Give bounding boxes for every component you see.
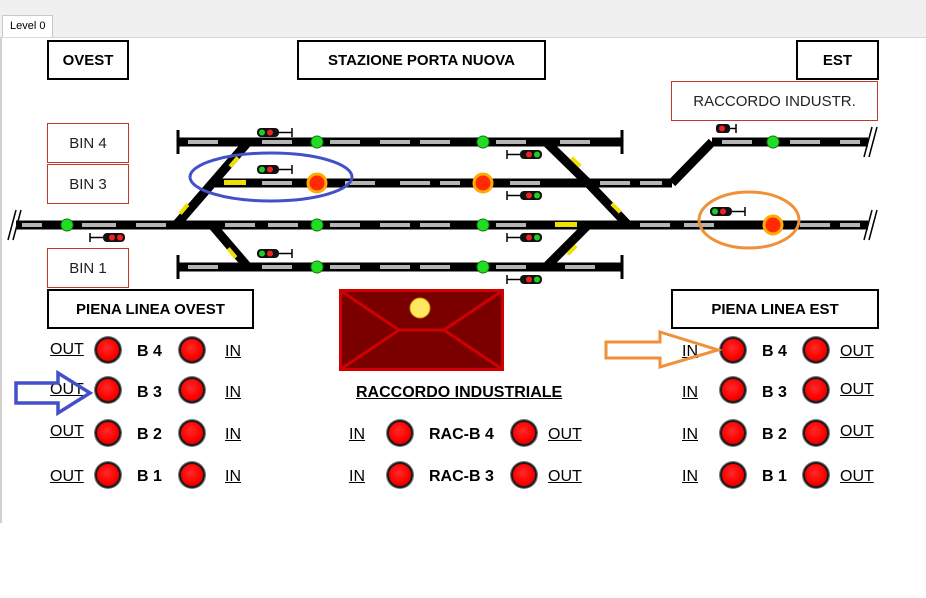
rac-b3-out[interactable]: OUT <box>548 468 582 485</box>
west-b3-label: B 3 <box>137 384 162 401</box>
west-b4-label: B 4 <box>137 343 162 360</box>
east-b1-label: B 1 <box>762 468 787 485</box>
west-b2-in[interactable]: IN <box>225 426 241 443</box>
west-b2-out[interactable]: OUT <box>50 423 84 440</box>
blue-arrow-annotation <box>14 370 94 416</box>
west-b1-in[interactable]: IN <box>225 468 241 485</box>
tab-level-0[interactable]: Level 0 <box>2 15 54 37</box>
west-b1-out-lamp[interactable] <box>95 462 121 488</box>
rac-b3-in-lamp[interactable] <box>387 462 413 488</box>
blue-highlight-ellipse <box>188 151 354 203</box>
rac-b4-label: RAC-B 4 <box>429 426 494 443</box>
west-b1-in-lamp[interactable] <box>179 462 205 488</box>
rac-b3-out-lamp[interactable] <box>511 462 537 488</box>
east-b3-in-lamp[interactable] <box>720 377 746 403</box>
east-b1-in-lamp[interactable] <box>720 462 746 488</box>
west-b4-in[interactable]: IN <box>225 343 241 360</box>
barrier-graphic[interactable] <box>339 289 504 371</box>
east-b3-in[interactable]: IN <box>682 384 698 401</box>
west-b3-in[interactable]: IN <box>225 384 241 401</box>
west-b2-out-lamp[interactable] <box>95 420 121 446</box>
rac-b3-in[interactable]: IN <box>349 468 365 485</box>
west-b4-out-lamp[interactable] <box>95 337 121 363</box>
red-track-indicators <box>306 172 784 236</box>
east-b2-out-lamp[interactable] <box>803 420 829 446</box>
station-title: STAZIONE PORTA NUOVA <box>297 40 546 80</box>
west-panel-title: PIENA LINEA OVEST <box>47 289 254 329</box>
rac-b4-in-lamp[interactable] <box>387 420 413 446</box>
orange-arrow-annotation <box>604 329 722 370</box>
west-b3-out-lamp[interactable] <box>95 377 121 403</box>
east-panel-title: PIENA LINEA EST <box>671 289 879 329</box>
rac-b4-out-lamp[interactable] <box>511 420 537 446</box>
east-b4-out-lamp[interactable] <box>803 337 829 363</box>
bin4-label: BIN 4 <box>47 123 129 163</box>
west-b4-out[interactable]: OUT <box>50 341 84 358</box>
east-b1-in[interactable]: IN <box>682 468 698 485</box>
east-b2-in[interactable]: IN <box>682 426 698 443</box>
west-b2-label: B 2 <box>137 426 162 443</box>
bin3-label: BIN 3 <box>47 164 129 204</box>
west-label: OVEST <box>47 40 129 80</box>
rac-b3-label: RAC-B 3 <box>429 468 494 485</box>
left-border <box>0 37 2 523</box>
tab-bar: Level 0 <box>0 0 926 38</box>
east-b3-out-lamp[interactable] <box>803 377 829 403</box>
track-diagram <box>7 124 878 284</box>
west-b4-in-lamp[interactable] <box>179 337 205 363</box>
raccordo-industr-label: RACCORDO INDUSTR. <box>671 81 878 121</box>
east-label: EST <box>796 40 879 80</box>
west-b1-label: B 1 <box>137 468 162 485</box>
center-panel-title: RACCORDO INDUSTRIALE <box>356 384 563 401</box>
west-b3-in-lamp[interactable] <box>179 377 205 403</box>
east-b4-label: B 4 <box>762 343 787 360</box>
east-b3-out[interactable]: OUT <box>840 381 874 398</box>
west-b2-in-lamp[interactable] <box>179 420 205 446</box>
east-b2-out[interactable]: OUT <box>840 423 874 440</box>
rac-b4-in[interactable]: IN <box>349 426 365 443</box>
east-b1-out[interactable]: OUT <box>840 468 874 485</box>
west-b1-out[interactable]: OUT <box>50 468 84 485</box>
east-b2-label: B 2 <box>762 426 787 443</box>
east-b3-label: B 3 <box>762 384 787 401</box>
bin1-label: BIN 1 <box>47 248 129 288</box>
orange-highlight-ellipse <box>697 190 801 250</box>
east-b1-out-lamp[interactable] <box>803 462 829 488</box>
east-b2-in-lamp[interactable] <box>720 420 746 446</box>
rac-b4-out[interactable]: OUT <box>548 426 582 443</box>
east-b4-in-lamp[interactable] <box>720 337 746 363</box>
signal-icons <box>89 124 746 284</box>
east-b4-out[interactable]: OUT <box>840 343 874 360</box>
